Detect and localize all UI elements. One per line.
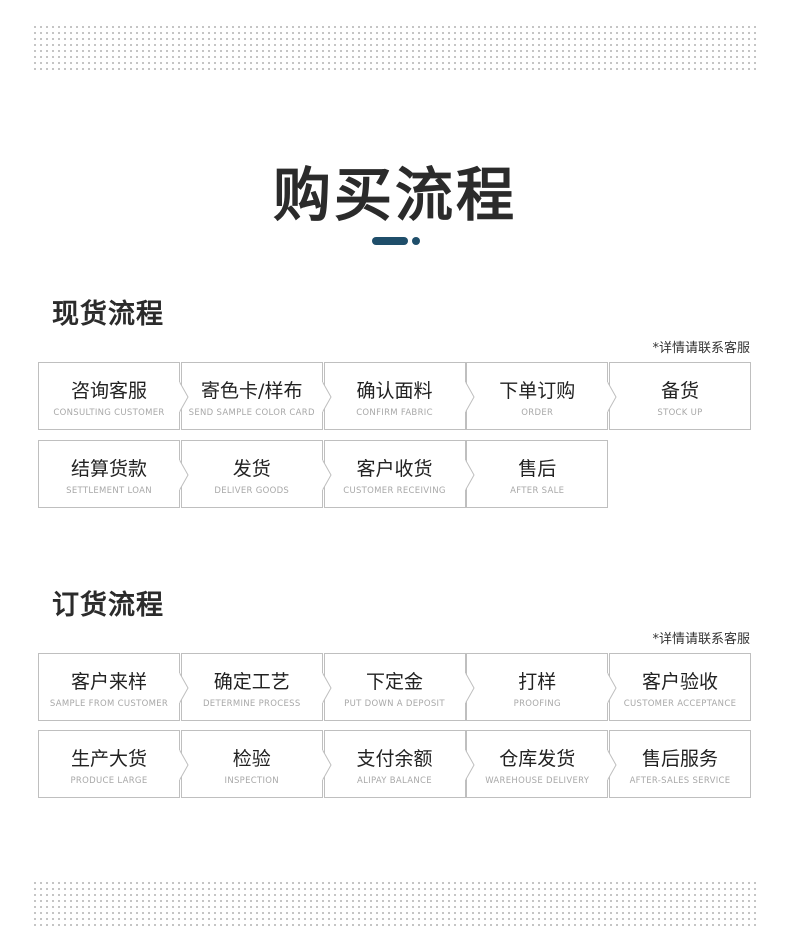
flow-step: 发货 DELIVER GOODS (180, 440, 332, 508)
step-subtitle: CONFIRM FABRIC (356, 408, 433, 418)
title-underline-bar (372, 237, 408, 245)
step-subtitle: STOCK UP (657, 408, 703, 418)
flow-step: 咨询客服 CONSULTING CUSTOMER (38, 362, 189, 430)
step-subtitle: PROOFING (513, 699, 561, 709)
flow-step: 客户来样 SAMPLE FROM CUSTOMER (38, 653, 189, 721)
step-title: 打样 (518, 671, 557, 693)
step-title: 检验 (232, 748, 271, 770)
chevron-right-icon (607, 749, 617, 781)
chevron-right-icon (607, 672, 617, 704)
dot-pattern-top (32, 24, 758, 70)
dot-pattern-bottom (32, 880, 758, 926)
step-title: 客户验收 (641, 671, 718, 693)
step-title: 支付余额 (356, 748, 433, 770)
step-title: 售后 (518, 458, 557, 480)
step-title: 客户收货 (356, 458, 433, 480)
flow-step: 检验 INSPECTION (180, 730, 332, 798)
step-subtitle: INSPECTION (224, 776, 279, 786)
step-title: 确定工艺 (213, 671, 290, 693)
flow-step: 打样 PROOFING (466, 653, 617, 721)
chevron-right-icon (179, 459, 189, 491)
flow-step: 客户验收 CUSTOMER ACCEPTANCE (609, 653, 751, 721)
chevron-right-icon (464, 749, 475, 781)
page-title: 购买流程 (272, 161, 517, 229)
chevron-right-icon (321, 381, 332, 413)
flow-step: 售后服务 AFTER-SALES SERVICE (609, 730, 751, 798)
flow-step: 下定金 PUT DOWN A DEPOSIT (323, 653, 475, 721)
flow-step: 备货 STOCK UP (609, 362, 751, 430)
step-title: 售后服务 (641, 748, 718, 770)
chevron-right-icon (321, 749, 332, 781)
flow-step: 确定工艺 DETERMINE PROCESS (180, 653, 332, 721)
chevron-right-icon (607, 381, 617, 413)
chevron-right-icon (321, 459, 332, 491)
step-title: 下单订购 (499, 380, 576, 402)
step-title: 仓库发货 (499, 748, 576, 770)
flow-step: 确认面料 CONFIRM FABRIC (323, 362, 475, 430)
section-title-stock: 现货流程 (52, 299, 164, 330)
chevron-right-icon (464, 381, 475, 413)
step-subtitle: ALIPAY BALANCE (357, 776, 432, 786)
chevron-right-icon (179, 672, 189, 704)
step-subtitle: DETERMINE PROCESS (202, 699, 301, 709)
section-title-order: 订货流程 (52, 590, 164, 621)
flow-step: 客户收货 CUSTOMER RECEIVING (323, 440, 475, 508)
flow-step: 寄色卡/样布 SEND SAMPLE COLOR CARD (180, 362, 332, 430)
step-title: 客户来样 (70, 671, 147, 693)
step-subtitle: PUT DOWN A DEPOSIT (344, 699, 445, 709)
chevron-right-icon (179, 381, 189, 413)
step-title: 发货 (232, 458, 271, 480)
step-subtitle: AFTER SALE (510, 486, 565, 496)
contact-note-order: *详情请联系客服 (652, 632, 750, 647)
step-title: 确认面料 (356, 380, 433, 402)
chevron-right-icon (464, 459, 475, 491)
step-subtitle: SETTLEMENT LOAN (66, 486, 152, 496)
step-subtitle: PRODUCE LARGE (70, 776, 148, 786)
step-title: 寄色卡/样布 (201, 380, 303, 402)
step-title: 结算货款 (70, 458, 147, 480)
chevron-right-icon (464, 672, 475, 704)
step-subtitle: SAMPLE FROM CUSTOMER (49, 699, 169, 709)
flow-step: 下单订购 ORDER (466, 362, 617, 430)
chevron-right-icon (321, 672, 332, 704)
step-subtitle: CUSTOMER ACCEPTANCE (623, 699, 737, 709)
flow-step: 支付余额 ALIPAY BALANCE (323, 730, 475, 798)
flow-step: 结算货款 SETTLEMENT LOAN (38, 440, 189, 508)
flow-step: 售后 AFTER SALE (466, 440, 609, 508)
step-subtitle: WAREHOUSE DELIVERY (485, 776, 590, 786)
step-subtitle: CONSULTING CUSTOMER (53, 408, 165, 418)
step-subtitle: DELIVER GOODS (214, 486, 290, 496)
step-title: 生产大货 (70, 748, 147, 770)
contact-note-stock: *详情请联系客服 (652, 341, 750, 356)
step-subtitle: SEND SAMPLE COLOR CARD (188, 408, 315, 418)
chevron-right-icon (179, 749, 189, 781)
step-title: 下定金 (365, 671, 423, 693)
step-subtitle: AFTER-SALES SERVICE (629, 776, 731, 786)
step-title: 备货 (660, 380, 699, 402)
step-subtitle: ORDER (521, 408, 554, 418)
flow-step: 仓库发货 WAREHOUSE DELIVERY (466, 730, 617, 798)
flow-step: 生产大货 PRODUCE LARGE (38, 730, 189, 798)
step-title: 咨询客服 (70, 380, 147, 402)
step-subtitle: CUSTOMER RECEIVING (343, 486, 446, 496)
title-underline-dot (412, 237, 420, 245)
